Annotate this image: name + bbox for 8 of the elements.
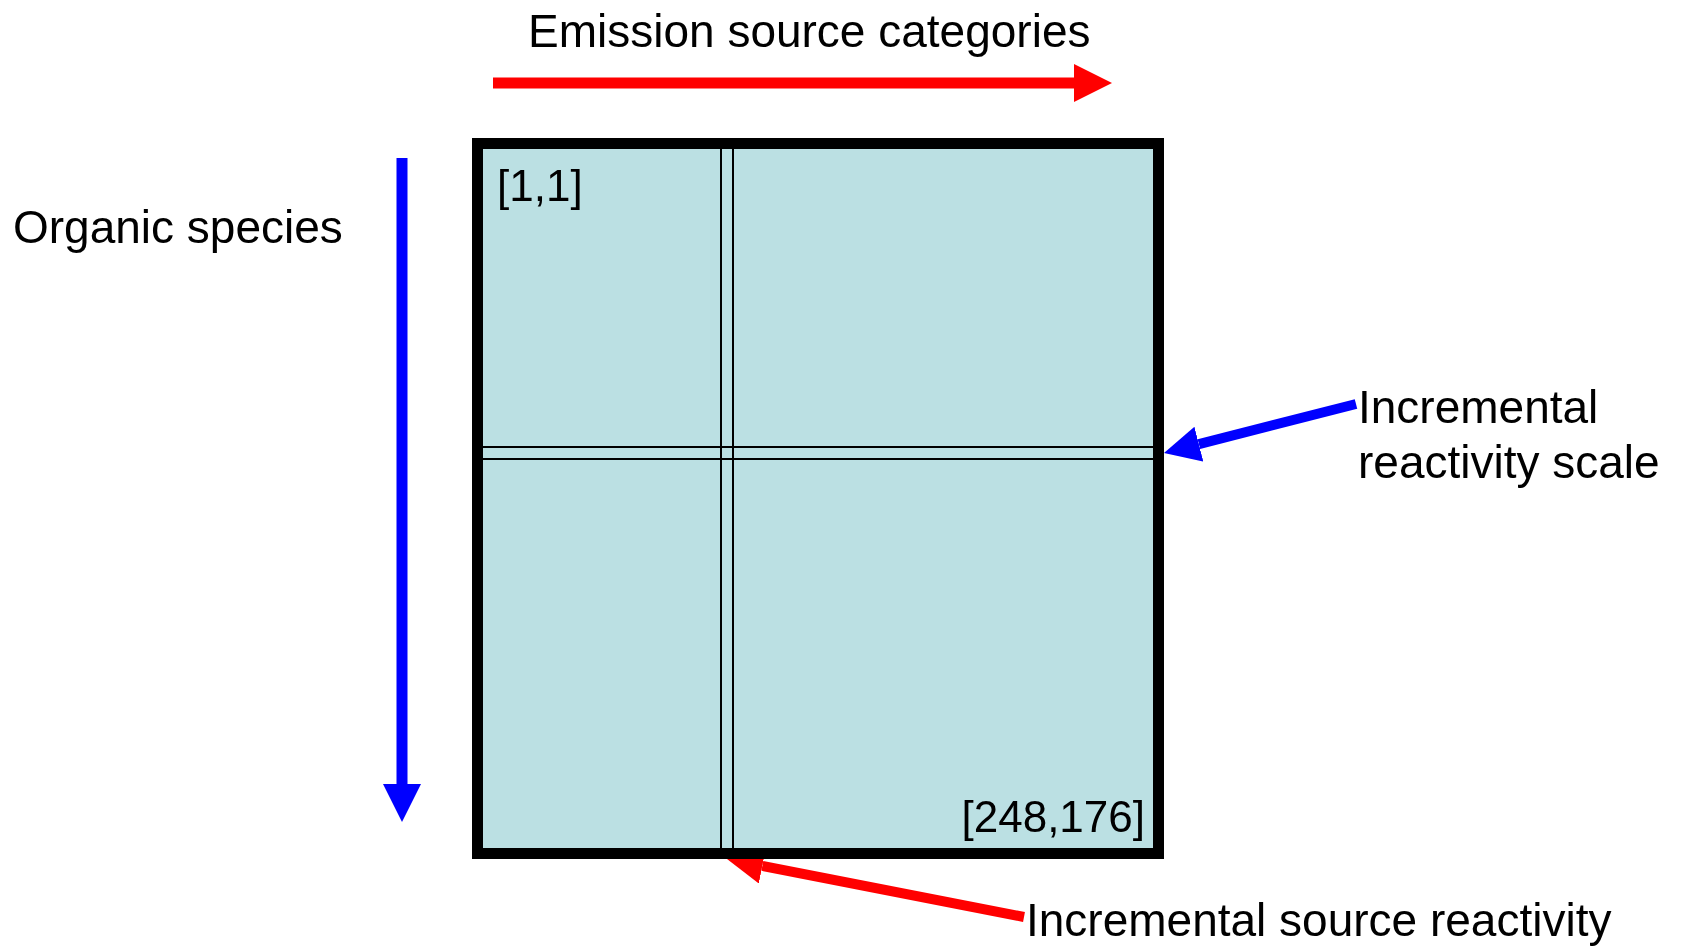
cell-index: [248,176] <box>961 792 1145 842</box>
callout-text: Incremental source reactivity <box>1026 893 1676 949</box>
axis-label: Organic species <box>13 200 343 254</box>
leader-arrow <box>1164 399 1358 462</box>
axis-label: Emission source categories <box>528 4 1091 58</box>
cell-index: [1,1] <box>497 161 583 211</box>
matrix-grid <box>472 138 1164 859</box>
callout-text: Incremental reactivity scale <box>1358 380 1686 496</box>
